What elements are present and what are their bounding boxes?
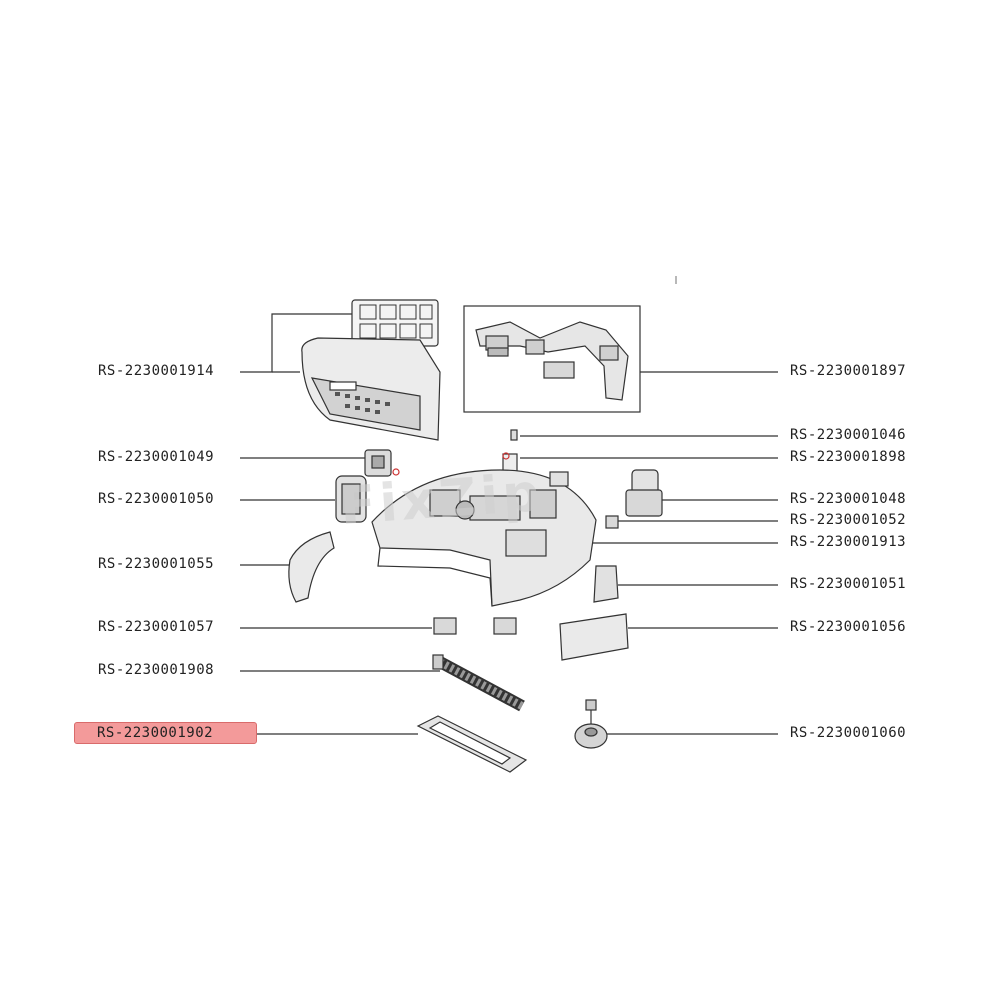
part-label-1056[interactable]: RS-2230001056 [790,619,907,635]
cover-assembly-part [463,305,641,413]
part-label-1908[interactable]: RS-2230001908 [98,662,215,678]
part-label-1913[interactable]: RS-2230001913 [790,534,907,550]
part-label-1051[interactable]: RS-2230001051 [790,576,907,592]
brush-1908-part [432,654,525,712]
leader-1914 [240,313,352,373]
part-label-1914[interactable]: RS-2230001914 [98,363,215,379]
part-label-1057[interactable]: RS-2230001057 [98,619,215,635]
bumper-1055-part [288,531,335,603]
clip-1057-part [433,617,517,635]
part-label-1052[interactable]: RS-2230001052 [790,512,907,528]
sensor-1051-part [593,565,619,603]
motor-1048-part [625,469,663,517]
dust-bin-part [301,299,441,441]
part-label-1050[interactable]: RS-2230001050 [98,491,215,507]
part-label-1046[interactable]: RS-2230001046 [790,427,907,443]
bumper-1056-part [559,613,629,661]
brush-cover-1902-part [416,715,528,773]
part-label-1048[interactable]: RS-2230001048 [790,491,907,507]
part-label-1902-highlighted[interactable]: RS-2230001902 [74,722,257,744]
part-label-1049[interactable]: RS-2230001049 [98,449,215,465]
clip-1052-part [605,515,619,529]
leader-lines [240,313,778,735]
part-label-1055[interactable]: RS-2230001055 [98,556,215,572]
part-label-1898[interactable]: RS-2230001898 [790,449,907,465]
wheel-1050-part [335,475,367,523]
chassis-part [371,452,597,607]
caster-1060-part [574,699,608,749]
part-label-1060[interactable]: RS-2230001060 [790,725,907,741]
motor-1049-part [364,449,392,477]
part-label-1897[interactable]: RS-2230001897 [790,363,907,379]
